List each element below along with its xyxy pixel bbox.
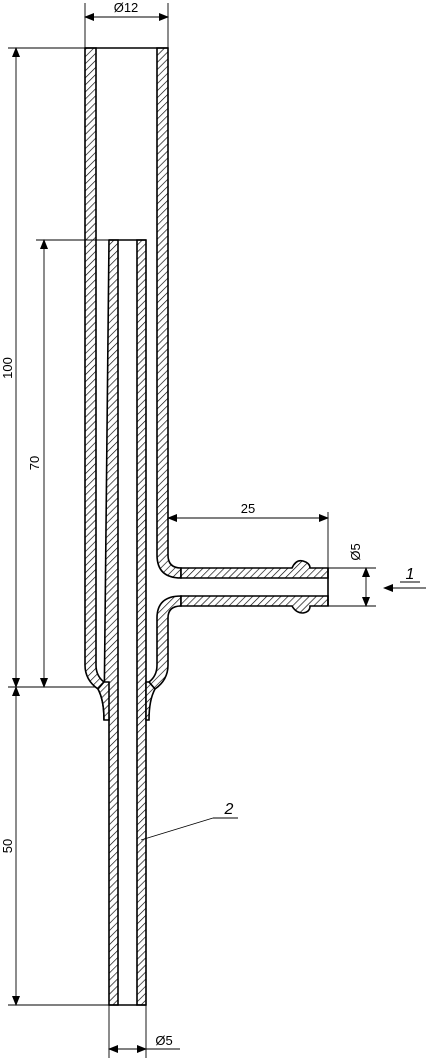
outer-tube-right-wall-upper xyxy=(156,47,182,579)
side-arm-upper-wall xyxy=(180,559,329,579)
inner-tube-left-wall xyxy=(97,239,119,1006)
leader-stem-label: 2 xyxy=(224,801,234,818)
leader-stem: 2 xyxy=(140,801,238,841)
dim-inner-length-label: 70 xyxy=(27,456,42,470)
dim-outer-diameter: Ø12 xyxy=(84,0,169,48)
dim-inner-length: 70 xyxy=(27,239,109,688)
dim-stem-length-label: 50 xyxy=(0,839,15,853)
dim-side-arm-diameter-label: Ø5 xyxy=(348,543,363,560)
outer-tube-right-wall-lower xyxy=(147,595,182,691)
side-arm-lower-wall xyxy=(180,595,329,614)
dim-side-arm-diameter: Ø5 xyxy=(328,543,376,607)
side-arm xyxy=(180,559,329,614)
outer-tube xyxy=(84,47,182,691)
dim-side-arm-length: 25 xyxy=(167,501,329,568)
dim-stem-length: 50 xyxy=(0,686,109,1006)
dim-side-arm-length-label: 25 xyxy=(241,501,255,516)
dim-stem-diameter-label: Ø5 xyxy=(155,1033,172,1048)
dim-outer-length-label: 100 xyxy=(0,357,15,379)
leader-inlet-label: 1 xyxy=(406,566,415,583)
dim-outer-diameter-label: Ø12 xyxy=(114,0,139,15)
inner-tube xyxy=(97,239,156,1006)
inner-tube-right-wall xyxy=(136,239,147,1006)
stem-flare-right xyxy=(145,681,156,721)
stem-flare-left xyxy=(97,681,110,721)
dim-stem-diameter: Ø5 xyxy=(108,1005,180,1058)
leader-inlet: 1 xyxy=(383,566,426,592)
outer-tube-left-wall xyxy=(84,47,106,691)
dim-outer-length: 100 xyxy=(0,47,96,688)
